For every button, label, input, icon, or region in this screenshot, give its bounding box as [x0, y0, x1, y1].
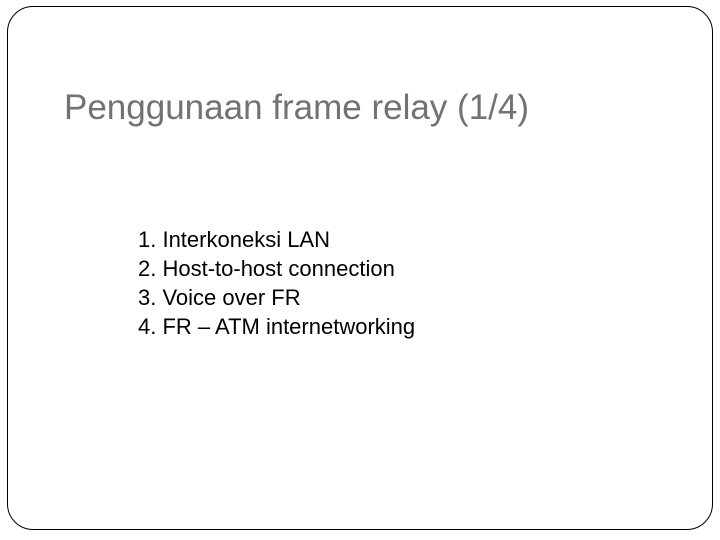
list-item: 1. Interkoneksi LAN — [138, 227, 330, 252]
page-title: Penggunaan frame relay (1/4) — [64, 88, 529, 127]
content-list: 1. Interkoneksi LAN 2. Host-to-host conn… — [138, 225, 618, 341]
list-item: 4. FR – ATM internetworking — [138, 314, 416, 339]
list-item: 2. Host-to-host connection — [138, 256, 395, 281]
list-item: 3. Voice over FR — [138, 285, 301, 310]
